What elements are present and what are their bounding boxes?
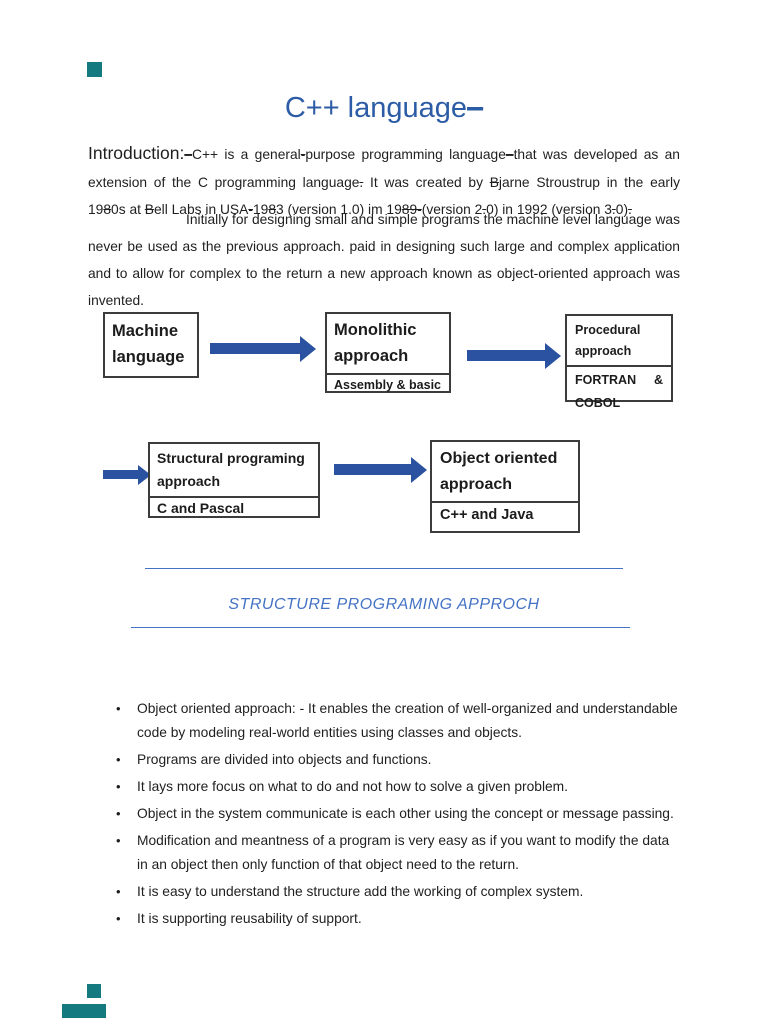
teal-marker-bar — [62, 1004, 106, 1018]
text-segment: - — [300, 147, 306, 162]
box-title-line: approach — [334, 346, 409, 365]
box-title-line: Machine — [112, 322, 179, 340]
list-item: Object in the system communicate is each… — [114, 802, 680, 826]
right-arrow-icon — [467, 342, 561, 369]
title-strike-mark: – — [467, 92, 484, 124]
machine-language-box: Machine language — [103, 312, 199, 378]
text-segment: 89- — [401, 202, 422, 217]
ampersand: & — [653, 373, 663, 388]
text-segment: ell Labs in USA — [154, 202, 249, 217]
title-text: C++ language — [284, 92, 468, 124]
monolithic-approach-box: Monolithic approach Assembly & basic — [325, 312, 451, 393]
text-segment: . — [611, 202, 616, 217]
object-oriented-box: Object oriented approach C++ and Java — [430, 440, 580, 533]
text-segment: 8 — [268, 202, 276, 217]
text-segment: 3 (version 1.0) im 19 — [276, 202, 402, 217]
text-segment: jarne Stroustrup in the early 19 — [88, 174, 680, 218]
right-arrow-icon — [103, 463, 151, 486]
box-title-line: Object oriented — [440, 450, 558, 467]
right-arrow-icon — [334, 456, 427, 483]
procedural-approach-box: Procedural approach FORTRAN & COBOL — [565, 314, 673, 410]
text-segment: . — [359, 174, 364, 190]
language-name: COBOL — [575, 395, 621, 410]
text-segment: (version 2 — [421, 202, 483, 217]
arrow-shaft — [103, 470, 139, 479]
text-segment: 0) in 1992 (version 3 — [486, 202, 612, 217]
language-name: FORTRAN — [575, 373, 637, 388]
right-arrow-icon — [210, 335, 316, 362]
list-item: Programs are divided into objects and fu… — [114, 748, 680, 772]
box-title-line: Monolithic — [334, 321, 417, 339]
list-item: It is easy to understand the structure a… — [114, 880, 680, 904]
box-subtitle: C++ and Java — [432, 501, 578, 527]
box-title-line: language — [112, 348, 185, 367]
second-paragraph: Initially for designing small and simple… — [88, 212, 680, 308]
box-subtitle: FORTRAN & COBOL — [567, 365, 671, 416]
box-title-line: approach — [440, 475, 513, 493]
text-segment: 19 — [252, 202, 269, 217]
text-segment: B — [489, 174, 499, 190]
box-title: Machine language — [105, 314, 197, 375]
box-title: Structural programing approach — [150, 444, 318, 496]
text-segment: It was created by — [363, 174, 490, 190]
list-item: It is supporting reusability of support. — [114, 907, 680, 931]
box-title: Monolithic approach — [327, 314, 449, 373]
text-segment: - — [248, 202, 253, 217]
text-segment: that was developed as an extension of th… — [88, 147, 680, 190]
arrow-shaft — [467, 350, 546, 361]
text-segment: – — [505, 147, 514, 162]
box-title-line: approach — [575, 343, 632, 358]
box-title-line: approach — [157, 473, 221, 490]
arrow-head — [545, 342, 561, 369]
text-segment: – — [184, 147, 192, 162]
text-segment: purpose programming language — [305, 147, 506, 162]
text-segment: 8 — [103, 202, 112, 217]
structural-programing-box: Structural programing approach C and Pas… — [148, 442, 320, 518]
arrow-head — [138, 464, 151, 485]
intro-paragraph: Introduction:–C++ is a general-purpose p… — [88, 140, 680, 224]
text-segment: . — [628, 202, 632, 217]
divider-line-bottom — [131, 627, 630, 628]
section-heading: STRUCTURE PROGRAMING APPROCH — [228, 596, 540, 613]
page-title: C++ language– — [0, 92, 768, 125]
box-title-line: Procedural — [575, 323, 641, 337]
text-segment: . — [482, 202, 487, 217]
arrow-shaft — [334, 464, 412, 475]
text-segment: 0s at — [111, 202, 145, 217]
box-title-line: Structural programing — [157, 450, 305, 466]
fortran-row: FORTRAN & — [575, 369, 663, 392]
arrow-shaft — [210, 343, 301, 354]
approaches-diagram: Machine language Monolithic approach Ass… — [103, 312, 673, 533]
box-title: Object oriented approach — [432, 442, 578, 501]
box-title: Procedural approach — [567, 316, 671, 365]
text-segment: 0) — [615, 202, 629, 217]
teal-marker-top — [87, 62, 102, 77]
list-item: Object oriented approach: - It enables t… — [114, 697, 680, 745]
list-item: It lays more focus on what to do and not… — [114, 775, 680, 799]
divider-line-top — [145, 568, 623, 569]
text-segment: B — [144, 202, 154, 217]
text-segment: Introduction: — [88, 143, 185, 163]
box-subtitle: Assembly & basic — [327, 373, 449, 395]
list-item: Modification and meantness of a program … — [114, 829, 680, 877]
box-subtitle: C and Pascal — [150, 496, 318, 518]
arrow-head — [300, 335, 316, 362]
teal-marker-bottom — [87, 984, 101, 998]
arrow-head — [411, 456, 427, 483]
bullet-list: Object oriented approach: - It enables t… — [114, 697, 680, 934]
text-segment: C++ is a general — [192, 147, 301, 162]
